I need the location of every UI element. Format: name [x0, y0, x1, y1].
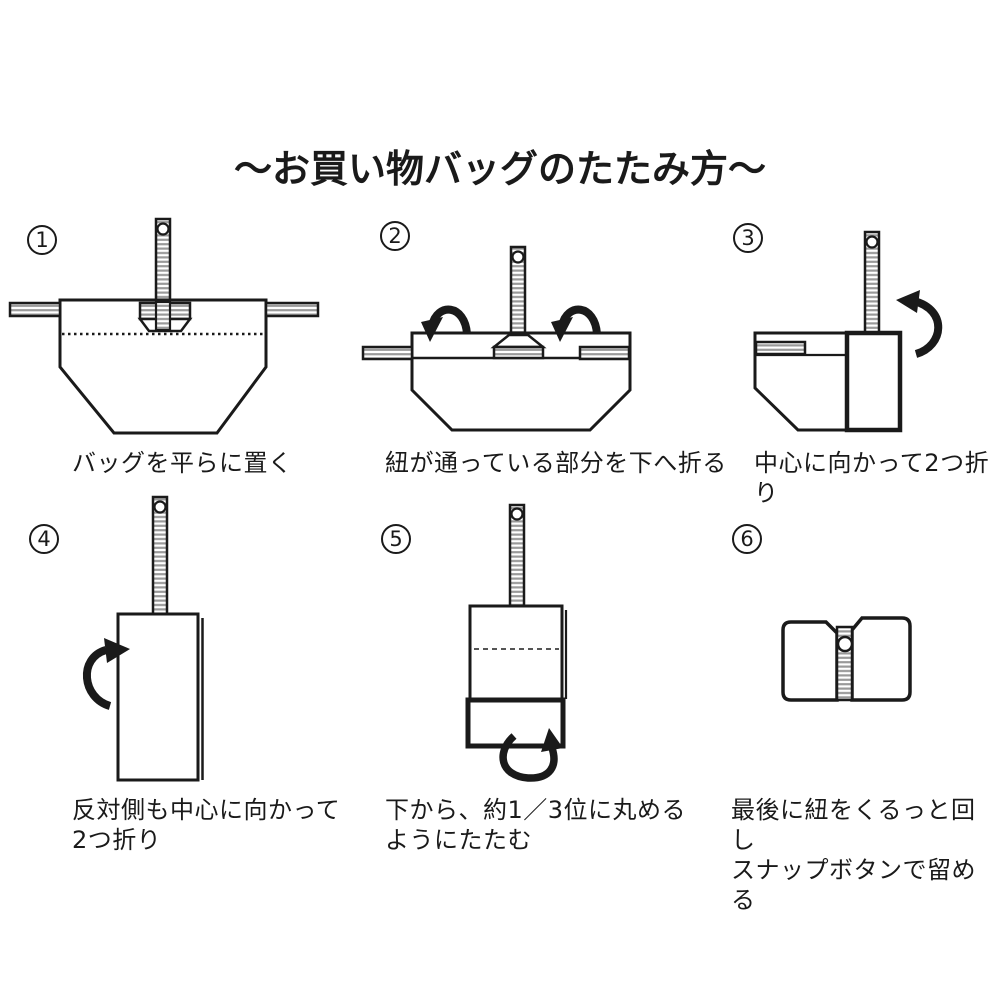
step-5-number-badge: 5 [381, 524, 411, 554]
folded-bag-outline [468, 604, 564, 702]
bag-outline [753, 331, 849, 432]
fold-arrow-icon [896, 290, 943, 358]
step-6-wrapped-bundle-illustration [781, 616, 912, 702]
step-3-caption: 中心に向かって2つ折り [754, 449, 990, 507]
step-6-caption: 最後に紐をくるっと回し スナップボタンで留める [731, 796, 976, 914]
strap-eyelet [153, 500, 167, 514]
step-1-caption: バッグを平らに置く [72, 449, 293, 477]
fold-arrow-right-icon [551, 305, 601, 342]
page-title: ～お買い物バッグのたたみ方～ [233, 147, 766, 191]
snap-button [836, 635, 854, 653]
step-6-number: 6 [740, 526, 754, 551]
bundle-left-half [781, 620, 839, 702]
roll-arrow-icon [499, 728, 563, 782]
strap-eyelet [865, 235, 879, 249]
fold-arrow-icon [83, 638, 130, 710]
step-5-roll-bottom-illustration [465, 503, 568, 782]
side-strap-left [754, 340, 807, 356]
step-1-number-badge: 1 [27, 225, 57, 255]
step-4-number: 4 [37, 526, 51, 551]
side-strap-left [361, 345, 414, 361]
step-5-caption: 下から、約1／3位に丸める ようにたたむ [385, 796, 687, 854]
drawstring-strap [151, 495, 169, 619]
step-6-number-badge: 6 [732, 524, 762, 554]
step-2-fold-down-illustration [361, 245, 632, 432]
step-3-number-badge: 3 [733, 223, 763, 253]
step-3-fold-to-center-illustration [753, 230, 943, 433]
strap-eyelet [511, 250, 525, 264]
step-4-fold-other-side-illustration [83, 495, 204, 782]
fold-arrow-left-icon [421, 305, 471, 342]
strap-eyelet [156, 222, 170, 236]
cord-casing-band [492, 345, 545, 360]
side-strap-left [8, 301, 62, 318]
step-5-number: 5 [389, 526, 403, 551]
folded-bag-outline [116, 612, 200, 782]
side-strap-right [578, 345, 631, 361]
side-strap-right [264, 301, 320, 318]
step-4-caption: 反対側も中心に向かって 2つ折り [72, 796, 341, 854]
strap-through-casing [154, 300, 172, 332]
strap-eyelet [510, 507, 524, 521]
step-1-number: 1 [35, 227, 49, 252]
bundle-right-half [850, 616, 912, 702]
step-1-bag-flat-illustration [8, 217, 320, 435]
step-4-number-badge: 4 [29, 524, 59, 554]
step-2-number: 2 [388, 223, 402, 248]
step-2-number-badge: 2 [380, 221, 410, 251]
step-3-number: 3 [741, 225, 755, 250]
folded-layer [844, 330, 903, 433]
step-2-caption: 紐が通っている部分を下へ折る [385, 449, 727, 477]
